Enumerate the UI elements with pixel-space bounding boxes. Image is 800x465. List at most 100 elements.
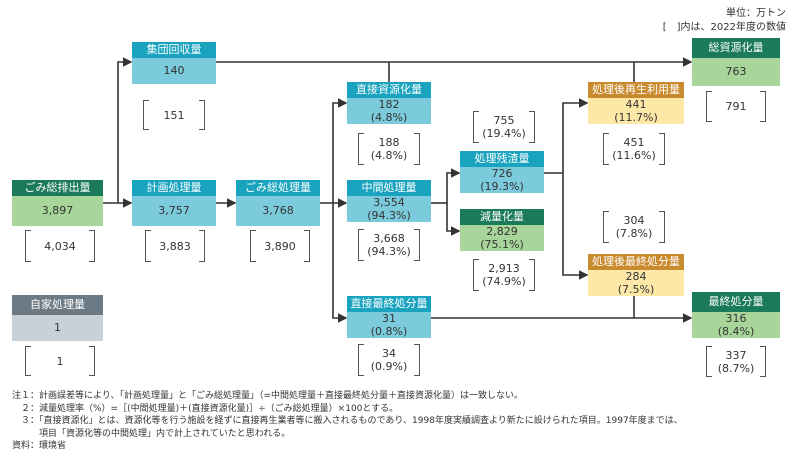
intermediate-treatment-box: 中間処理量 3,554(94.3%) xyxy=(347,180,431,222)
bracket-tick xyxy=(251,230,256,231)
box-title: ごみ総排出量 xyxy=(12,180,103,196)
planned-treatment-box: 計画処理量 3,757 xyxy=(132,180,216,226)
box-value: 3,554 xyxy=(373,196,405,209)
prev-year-bracket: 151 xyxy=(143,100,205,130)
bracket-tick xyxy=(199,230,204,231)
bracket-tick xyxy=(604,242,609,243)
box-value: 763 xyxy=(692,58,780,86)
box-percent: (11.7%) xyxy=(614,111,658,124)
prev-value: 304 xyxy=(623,214,645,227)
box-value: 140 xyxy=(132,58,216,84)
box-value: 3,757 xyxy=(132,196,216,226)
bracket-tick xyxy=(474,290,479,291)
residue-box: 処理残渣量 726(19.3%) xyxy=(460,151,544,193)
box-title: 処理後再生利用量 xyxy=(588,82,684,98)
post-recycling-box: 処理後再生利用量 441(11.7%) xyxy=(588,82,684,124)
source-note: 資料：環境省 xyxy=(12,441,67,451)
box-percent: (75.1%) xyxy=(480,238,524,251)
bracket-tick xyxy=(414,260,419,261)
box-percent: (8.4%) xyxy=(717,325,755,338)
bracket-tick xyxy=(414,164,419,165)
bracket-tick xyxy=(529,111,534,112)
box-percent: (0.8%) xyxy=(370,325,408,338)
self-treatment-box: 自家処理量 1 xyxy=(12,295,103,341)
box-title: 中間処理量 xyxy=(347,180,431,196)
prev-value: 4,034 xyxy=(44,239,76,253)
footnotes: 注１：計画誤差等により、「計画処理量」と「ごみ総処理量」（=中間処理量＋直接最終… xyxy=(12,390,792,453)
prev-value: 151 xyxy=(163,108,185,122)
bracket-tick xyxy=(414,375,419,376)
prev-year-bracket: 34(0.9%) xyxy=(358,344,420,376)
prev-percent: (11.6%) xyxy=(612,149,656,162)
prev-year-bracket: 3,883 xyxy=(145,230,205,262)
bracket-tick xyxy=(529,290,534,291)
bracket-tick xyxy=(359,344,364,345)
box-title: 直接最終処分量 xyxy=(347,296,431,312)
box-title: 計画処理量 xyxy=(132,180,216,196)
prev-year-bracket: 337(8.7%) xyxy=(706,346,766,377)
prev-year-bracket: 2,913(74.9%) xyxy=(473,259,535,291)
note-3: ３：「直接資源化」とは、資源化等を行う施設を経ずに直接再生業者等に搬入されるもの… xyxy=(12,416,683,426)
bracket-tick xyxy=(604,164,609,165)
box-title: 減量化量 xyxy=(460,209,544,225)
box-percent: (4.8%) xyxy=(370,111,408,124)
reduction-box: 減量化量 2,829(75.1%) xyxy=(460,209,544,251)
prev-year-bracket: 1 xyxy=(25,346,95,376)
bracket-tick xyxy=(146,261,151,262)
prev-value: 791 xyxy=(725,100,747,113)
box-value: 726 xyxy=(491,167,513,180)
bracket-tick xyxy=(304,261,309,262)
note-1: 注１：計画誤差等により、「計画処理量」と「ごみ総処理量」（=中間処理量＋直接最終… xyxy=(12,391,524,401)
direct-recycling-box: 直接資源化量 182(4.8%) xyxy=(347,82,431,124)
prev-value: 34 xyxy=(382,347,396,360)
bracket-tick xyxy=(199,100,204,101)
bracket-tick xyxy=(414,344,419,345)
prev-percent: (19.4%) xyxy=(482,127,526,140)
bracket-tick xyxy=(707,121,712,122)
box-value: 1 xyxy=(12,315,103,341)
bracket-tick xyxy=(659,164,664,165)
bracket-tick xyxy=(604,133,609,134)
final-disposal-box: 最終処分量 316(8.4%) xyxy=(692,292,780,338)
bracket-tick xyxy=(89,346,94,347)
note-2: ２：減量処理率（%）=［(中間処理量)＋(直接資源化量)］÷（ごみ総処理量）×1… xyxy=(12,403,399,414)
prev-value: 2,913 xyxy=(488,262,520,275)
prev-percent: (74.9%) xyxy=(482,275,526,288)
bracket-tick xyxy=(146,230,151,231)
bracket-tick xyxy=(144,100,149,101)
prev-percent: (7.8%) xyxy=(615,227,653,240)
bracket-tick xyxy=(604,211,609,212)
bracket-tick xyxy=(760,346,765,347)
prev-percent: (0.9%) xyxy=(370,360,408,373)
box-title: 自家処理量 xyxy=(12,295,103,315)
prev-year-bracket: 451(11.6%) xyxy=(603,133,665,165)
bracket-tick xyxy=(89,230,94,231)
box-title: 総資源化量 xyxy=(692,38,780,58)
prev-value: 451 xyxy=(623,136,645,149)
box-value: 182 xyxy=(378,98,400,111)
total-discharge-box: ごみ総排出量 3,897 xyxy=(12,180,103,226)
bracket-tick xyxy=(529,142,534,143)
prev-year-bracket: 4,034 xyxy=(25,230,95,262)
prev-year-bracket: 755(19.4%) xyxy=(473,111,535,143)
bracket-tick xyxy=(359,133,364,134)
bracket-tick xyxy=(529,259,534,260)
bracket-tick xyxy=(760,376,765,377)
bracket-tick xyxy=(26,375,31,376)
box-percent: (7.5%) xyxy=(617,283,655,296)
box-percent: (19.3%) xyxy=(480,180,524,193)
bracket-tick xyxy=(474,259,479,260)
box-value: 3,768 xyxy=(236,196,320,226)
bracket-tick xyxy=(26,230,31,231)
bracket-tick xyxy=(707,91,712,92)
bracket-tick xyxy=(251,261,256,262)
bracket-tick xyxy=(707,376,712,377)
box-title: 処理残渣量 xyxy=(460,151,544,167)
prev-percent: (8.7%) xyxy=(717,361,755,375)
bracket-tick xyxy=(26,261,31,262)
bracket-tick xyxy=(414,133,419,134)
bracket-tick xyxy=(659,211,664,212)
bracket-tick xyxy=(359,375,364,376)
